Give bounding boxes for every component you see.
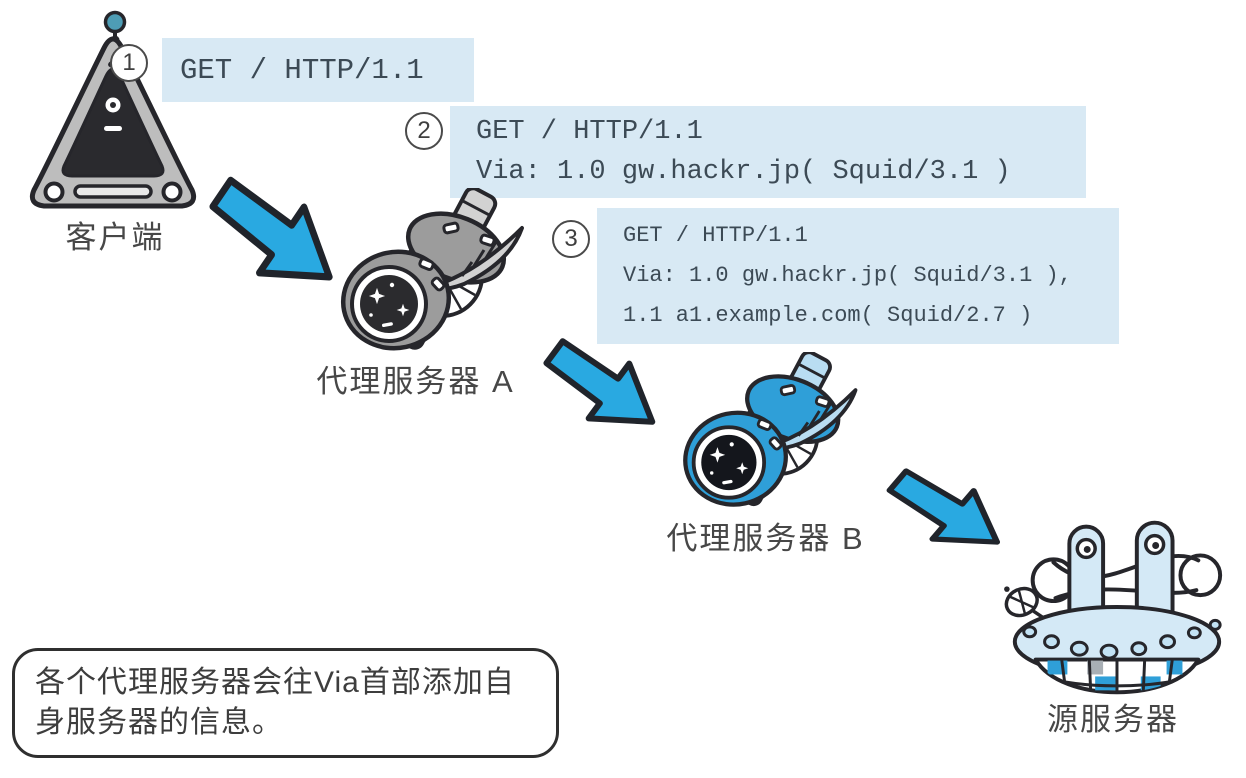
code-line: GET / HTTP/1.1 (476, 117, 703, 147)
step-2-number-badge: 2 (405, 112, 443, 150)
client-computer-icon (29, 10, 197, 209)
code-line: GET / HTTP/1.1 (623, 223, 808, 248)
client-label: 客户端 (65, 220, 165, 255)
step-1-number-badge: 1 (110, 44, 148, 82)
note-line: 身服务器的信息。 (35, 706, 283, 739)
origin-server-label: 源服务器 (1047, 702, 1179, 737)
note-line: 各个代理服务器会往Via首部添加自 (35, 666, 515, 699)
proxy-b-satellite-icon (683, 352, 858, 507)
proxy-a-label: 代理服务器 A (316, 364, 515, 399)
proxy-a-satellite-icon (340, 188, 524, 351)
step-3-code-block: GET / HTTP/1.1 Via: 1.0 gw.hackr.jp( Squ… (597, 208, 1119, 344)
step-2-code-block: GET / HTTP/1.1 Via: 1.0 gw.hackr.jp( Squ… (450, 106, 1086, 198)
via-note-box: 各个代理服务器会往Via首部添加自 身服务器的信息。 (12, 648, 559, 758)
proxy-b-label: 代理服务器 B (666, 521, 865, 556)
code-line: Via: 1.0 gw.hackr.jp( Squid/3.1 ) (476, 157, 1011, 187)
code-line: Via: 1.0 gw.hackr.jp( Squid/3.1 ), (623, 263, 1072, 288)
flow-arrow-proxy-a-to-proxy-b-icon (543, 338, 656, 425)
origin-server-ufo-icon (1004, 520, 1223, 695)
step-1-code-block: GET / HTTP/1.1 (162, 38, 474, 102)
code-line: GET / HTTP/1.1 (180, 53, 424, 87)
code-line: 1.1 a1.example.com( Squid/2.7 ) (623, 303, 1033, 328)
flow-arrow-proxy-b-to-origin-icon (886, 468, 1001, 545)
flow-arrow-client-to-proxy-a-icon (209, 176, 333, 281)
step-3-number-badge: 3 (552, 220, 590, 258)
